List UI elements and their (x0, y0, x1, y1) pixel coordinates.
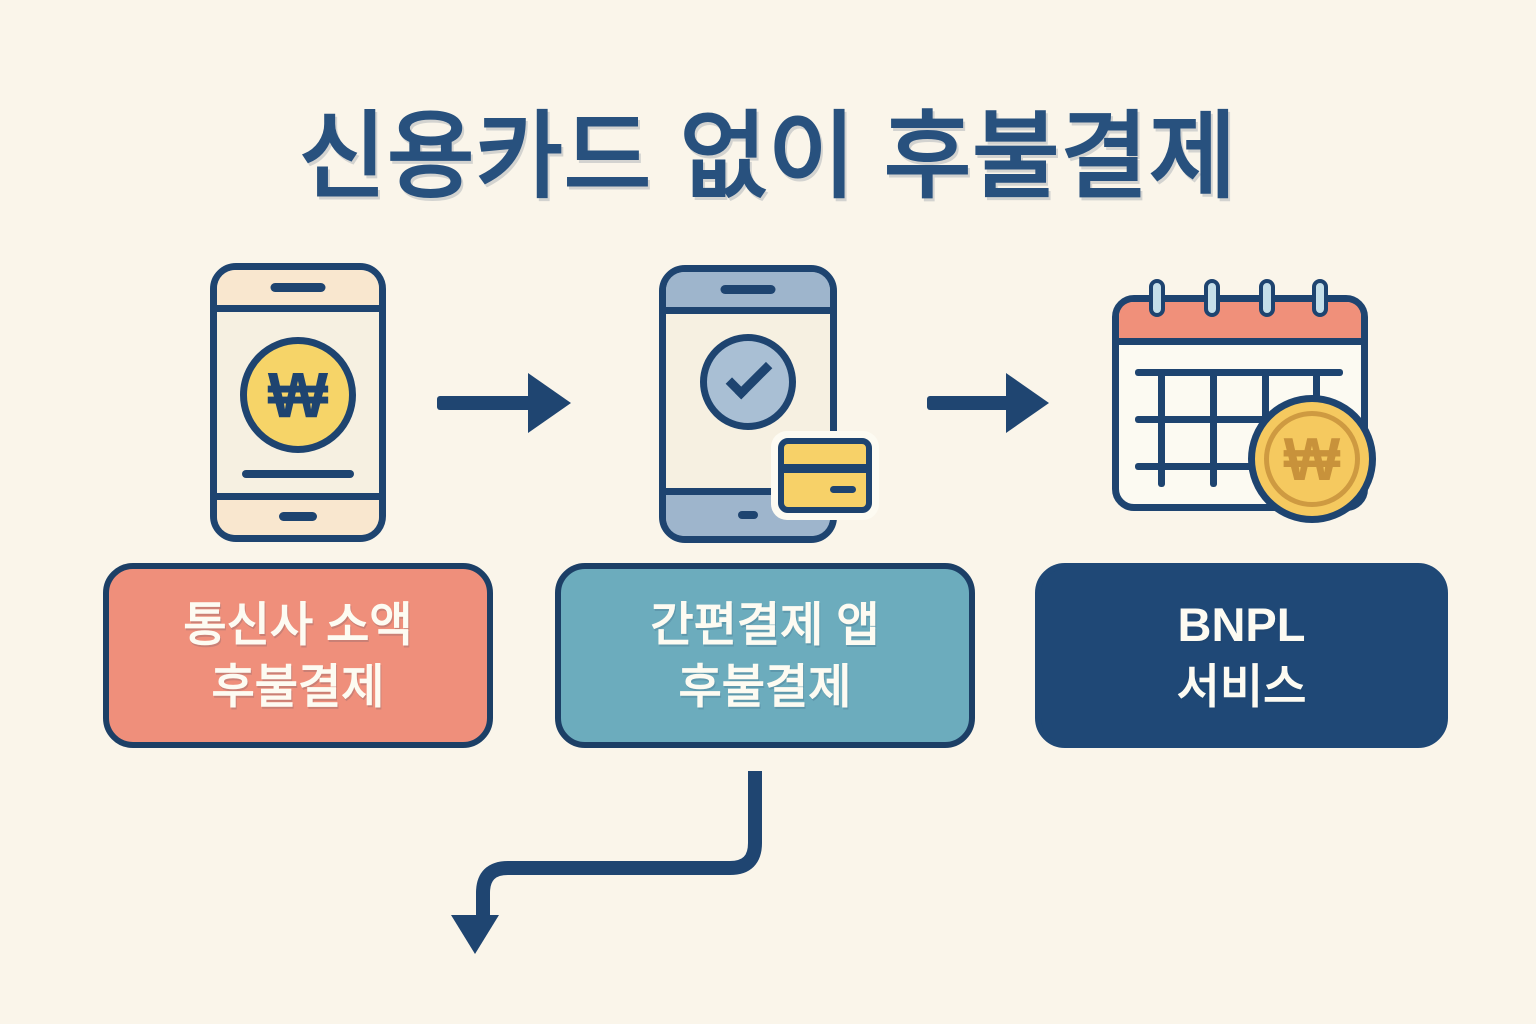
calendar-grid-line (1158, 369, 1165, 487)
card-signature-line (830, 486, 856, 493)
box-label-line1: 간편결제 앱 (650, 598, 880, 652)
phone-bottom-bezel (217, 493, 379, 535)
screen-divider-line (242, 470, 354, 478)
phone-home-button-icon (279, 512, 317, 521)
arrow-head (528, 373, 571, 433)
credit-card-icon (771, 431, 879, 520)
calendar-grid-line (1135, 369, 1343, 376)
phone-top-bezel (217, 270, 379, 312)
calendar-binder-ring-icon (1312, 279, 1328, 317)
calendar-binder-ring-icon (1259, 279, 1275, 317)
checkmark-circle-icon (700, 334, 796, 430)
box-label-line2: 후불결제 (211, 659, 385, 713)
card-magnetic-stripe (783, 464, 867, 473)
page-title: 신용카드 없이 후불결제 (298, 104, 1238, 210)
box-label-line2: 후불결제 (678, 659, 852, 713)
label-box-bnpl-service: BNPL 서비스 (1035, 563, 1448, 748)
credit-card-body (778, 438, 872, 513)
label-box-easy-pay-app: 간편결제 앱 후불결제 (555, 563, 975, 748)
calendar-grid-line (1135, 463, 1343, 470)
arrow-shaft (437, 396, 533, 410)
phone-home-button-icon (738, 511, 758, 519)
label-box-carrier-micropayment: 통신사 소액 후불결제 (103, 563, 493, 748)
calendar-binder-ring-icon (1204, 279, 1220, 317)
won-currency-circle-icon: ₩ (240, 337, 356, 453)
phone-speaker-icon (720, 285, 776, 294)
coin-inner-ring (1264, 411, 1360, 507)
phone-speaker-icon (270, 283, 326, 292)
box-label-line1: BNPL (1177, 598, 1306, 652)
arrow-right-icon (927, 373, 1049, 433)
box-label-line2: 서비스 (1176, 659, 1307, 713)
box-label-line1: 통신사 소액 (183, 598, 413, 652)
arrow-right-icon (437, 373, 571, 433)
calendar-grid-line (1135, 416, 1343, 423)
won-symbol: ₩ (267, 359, 329, 431)
arrow-shaft (927, 396, 1012, 410)
calendar-binder-ring-icon (1149, 279, 1165, 317)
calendar-grid-line (1210, 369, 1217, 487)
phone-won-icon: ₩ (210, 263, 386, 542)
won-coin-icon: ₩ (1248, 395, 1376, 523)
phone-top-bezel (666, 272, 830, 314)
arrow-head (1006, 373, 1049, 433)
phone-check-icon (659, 265, 837, 543)
